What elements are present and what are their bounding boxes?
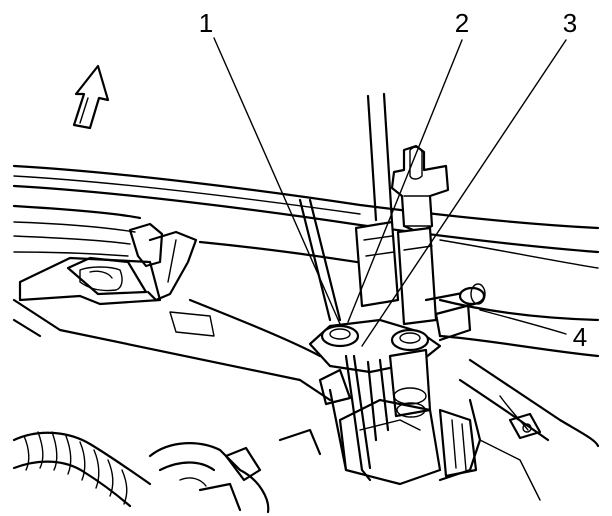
lower-panel [12,298,332,402]
corrugated-hose [12,431,152,508]
leader-lines [213,37,567,347]
up-arrow-icon [72,64,110,130]
left-bracket [18,222,198,306]
leader-line-4 [479,309,567,335]
leader-line-2 [347,39,463,323]
actuator-assembly [298,92,486,486]
callout-1: 1 [199,8,213,38]
callout-3: 3 [563,8,577,38]
leader-line-1 [213,37,341,325]
callout-4: 4 [573,322,587,352]
callout-2: 2 [455,8,469,38]
lower-connector [148,428,322,514]
leader-line-3 [361,39,567,347]
cowl-rails [12,164,600,269]
right-harness [438,298,600,501]
